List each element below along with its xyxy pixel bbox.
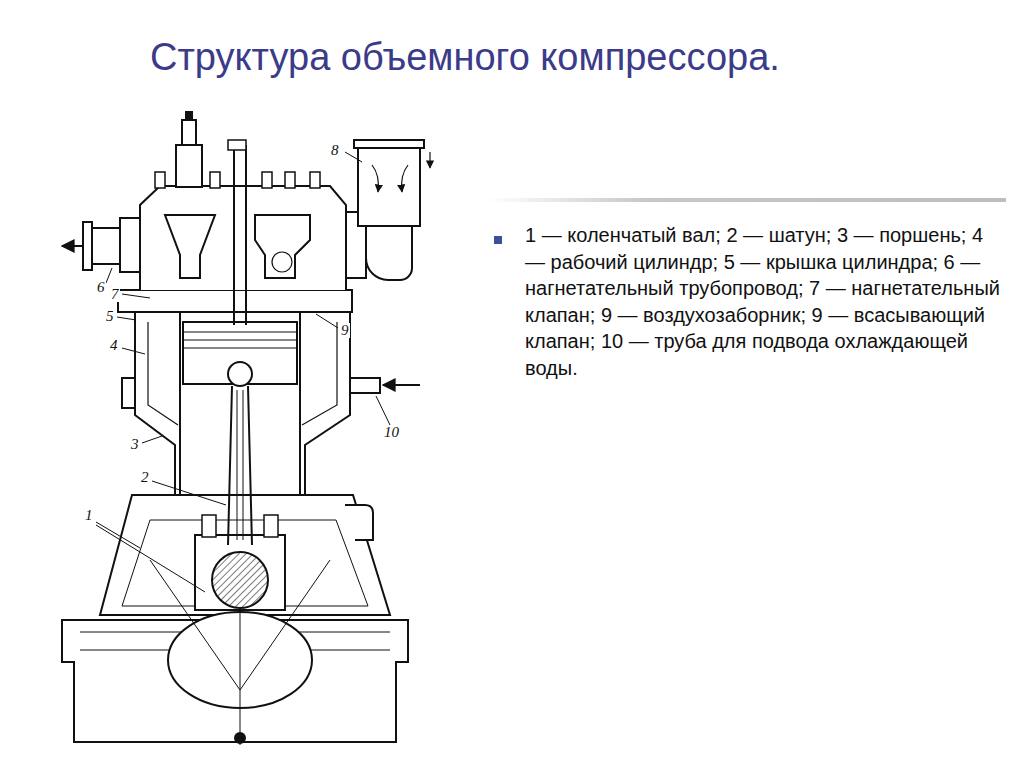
flow-arrow [62,245,83,247]
cylinder-wall [179,310,181,495]
drain-plug [235,733,245,743]
leader-line [376,396,390,425]
leader-line [316,314,338,328]
cylinder-wall [299,310,301,495]
callout-number: 8 [330,143,340,158]
intake-elbow [366,225,412,280]
cylinder-cover [140,186,346,290]
suction-valve [255,215,310,278]
water-fitting [345,505,373,540]
leader-line [122,294,150,298]
bearing-bolt [202,515,216,537]
rod-cap [228,140,246,150]
valve-spring [272,252,292,272]
callout-number: 4 [109,338,119,353]
separator-rule [488,198,1006,202]
cover-bolt [155,172,165,188]
piston-ring [183,332,297,348]
crankshaft [212,552,268,608]
callout-number: 6 [96,280,106,295]
flow-arrow [383,384,420,386]
discharge-valve [165,215,215,278]
relief-valve [176,145,202,187]
slide-title: Структура объемного компрессора. [150,36,780,79]
pipe-flange [120,218,140,272]
bullet-marker [494,236,502,244]
callout-number: 5 [105,309,115,324]
pipe-flange [83,222,92,270]
cover-bolt [310,172,320,188]
cover-bolt [262,172,272,188]
bearing-housing [195,535,285,610]
callout-number: 9 [340,323,350,338]
callout-number: 7 [110,287,120,302]
jacket-fitting [122,378,135,408]
air-intake [358,146,420,226]
rod-bore [237,390,243,540]
cover-bolt [210,172,220,188]
leader-line [345,152,362,162]
callout-number: 1 [84,508,94,523]
leader-line [117,317,136,320]
water-pipe [350,378,380,393]
flow-arrow [372,165,378,192]
central-rod [234,145,246,325]
axis-line [240,610,241,745]
leader-line [152,481,226,505]
relief-valve-cap [182,120,196,145]
leader-line [142,436,162,443]
compressor-outline [62,112,430,745]
intake-rim [354,140,424,148]
leader-line [106,268,112,283]
leader-lines [96,152,390,592]
callout-number: 3 [130,437,140,452]
relief-valve-knob [186,112,192,120]
callout-number: 10 [383,425,400,440]
bearing-bolt [264,515,278,537]
flow-arrow [429,152,430,168]
piston-pin [228,362,252,386]
cover-bolt [285,172,295,188]
flow-arrow [402,165,408,192]
leader-line [96,522,140,548]
legend-text: 1 — коленчатый вал; 2 — шатун; 3 — порше… [525,222,1003,381]
leader-line [96,525,205,592]
callout-number: 2 [140,470,150,485]
leader-line [122,348,145,354]
crankcase [100,495,390,615]
connecting-rod [228,386,252,545]
discharge-pipe [92,228,120,264]
